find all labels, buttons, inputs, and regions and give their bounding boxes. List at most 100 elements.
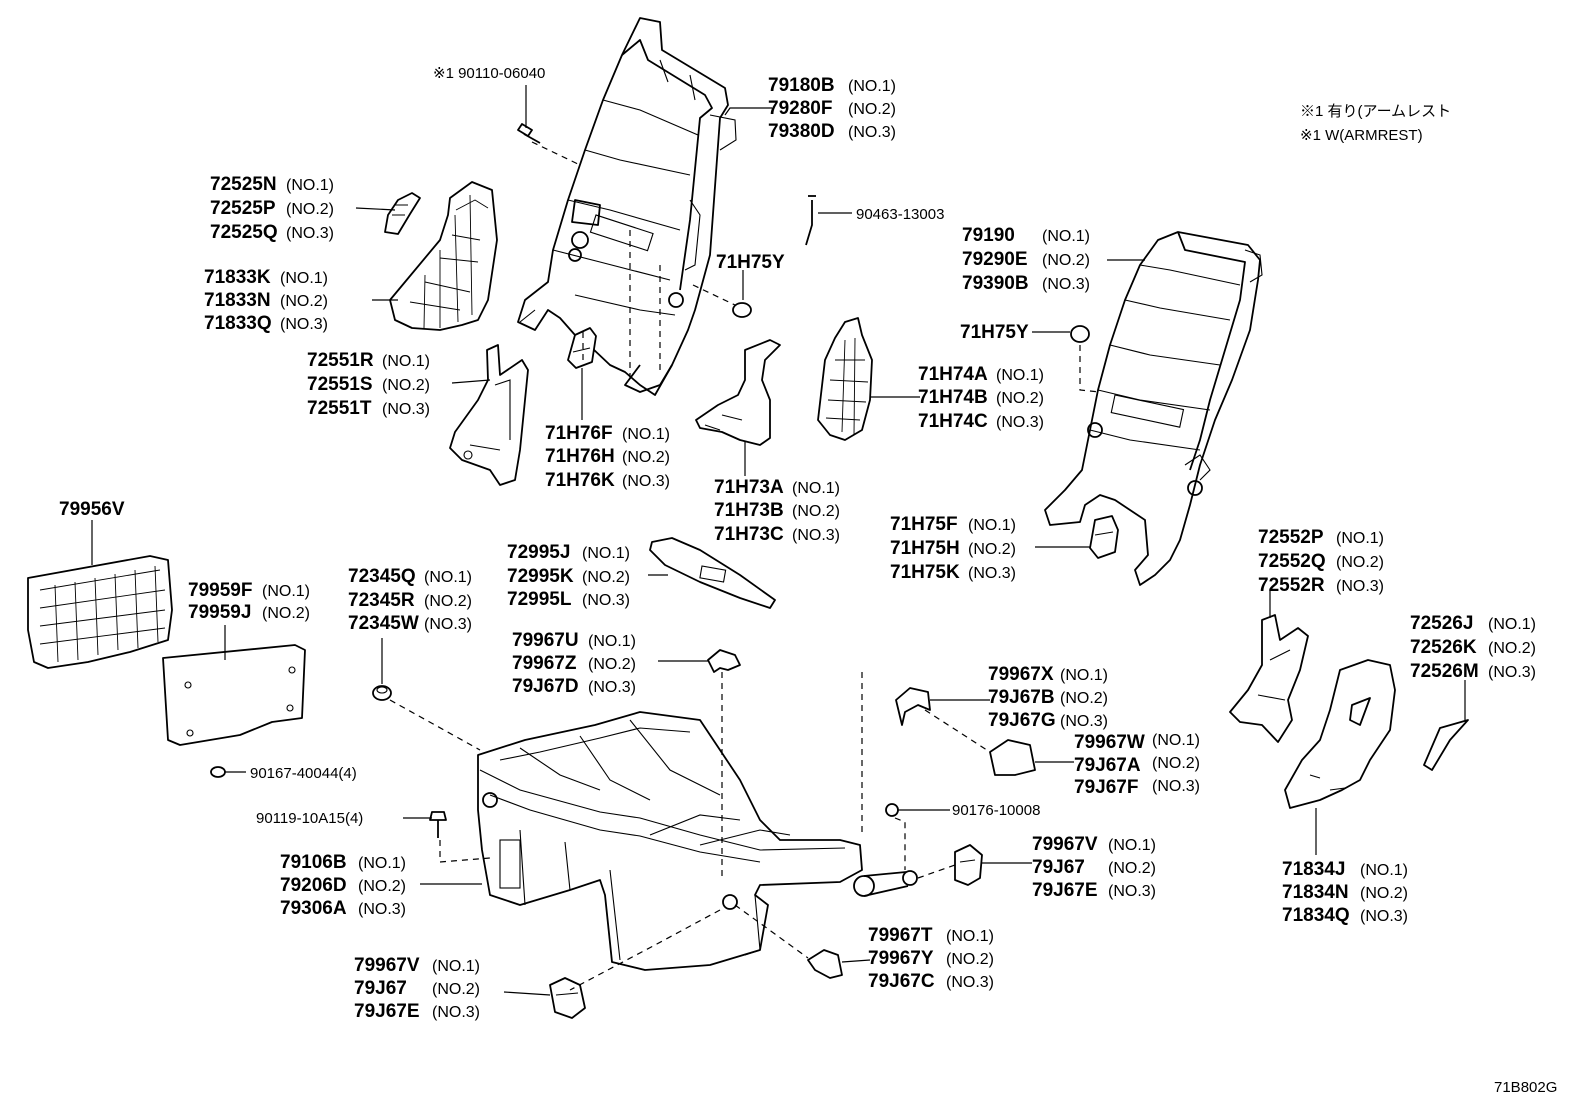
callout-79956V[interactable]: 79956V bbox=[59, 499, 125, 520]
part-number: 71H74C bbox=[918, 411, 988, 432]
part-number: 79956V bbox=[59, 499, 125, 520]
callout-71H75Y-upper[interactable]: 71H75Y bbox=[716, 252, 785, 273]
position-number: (NO.1) bbox=[1060, 667, 1108, 684]
position-number: (NO.2) bbox=[1336, 554, 1384, 571]
callout-79180B[interactable]: 79180B (NO.1) 79280F (NO.2) 79380D (NO.3… bbox=[768, 75, 896, 142]
callout-72526J[interactable]: 72526J (NO.1) 72526K (NO.2) 72526M (NO.3… bbox=[1410, 613, 1536, 682]
position-number: (NO.1) bbox=[946, 928, 994, 945]
part-number: 71H73C bbox=[714, 524, 784, 545]
position-number: (NO.1) bbox=[588, 633, 636, 650]
note-armrest-en: ※1 W(ARMREST) bbox=[1300, 127, 1423, 144]
part-number: 71834J bbox=[1282, 859, 1345, 880]
part-number: 72525N bbox=[210, 174, 277, 195]
callout-72551R[interactable]: 72551R (NO.1) 72551S (NO.2) 72551T (NO.3… bbox=[307, 350, 430, 419]
position-number: (NO.1) bbox=[280, 270, 328, 287]
callout-90463-13003[interactable]: 90463-13003 bbox=[856, 206, 944, 223]
callout-90176-10008[interactable]: 90176-10008 bbox=[952, 802, 1040, 819]
position-number: (NO.3) bbox=[996, 414, 1044, 431]
part-number: 71H75Y bbox=[960, 322, 1029, 343]
callout-71834J[interactable]: 71834J (NO.1) 71834N (NO.2) 71834Q (NO.3… bbox=[1282, 859, 1408, 926]
screw-90110-06040 bbox=[517, 123, 541, 144]
pad-72995 bbox=[649, 537, 776, 609]
part-number: 72552Q bbox=[1258, 551, 1326, 572]
position-number: (NO.2) bbox=[1042, 252, 1090, 269]
part-number: 79967Z bbox=[512, 653, 577, 674]
callout-72525N[interactable]: 72525N (NO.1) 72525P (NO.2) 72525Q (NO.3… bbox=[210, 174, 334, 243]
callout-79967V-bottom[interactable]: 79967V (NO.1) 79J67 (NO.2) 79J67E (NO.3) bbox=[354, 955, 480, 1022]
part-number: 71H76K bbox=[545, 470, 615, 491]
position-number: (NO.3) bbox=[280, 316, 328, 333]
position-number: (NO.2) bbox=[1488, 640, 1536, 657]
clip-72526 bbox=[1423, 719, 1469, 771]
cap-79967U bbox=[707, 649, 741, 673]
part-number: 71H75K bbox=[890, 562, 960, 583]
part-number: 72995K bbox=[507, 566, 574, 587]
position-number: (NO.2) bbox=[582, 569, 630, 586]
part-number: 71833K bbox=[204, 267, 271, 288]
part-number: 79967X bbox=[988, 664, 1054, 685]
position-number: (NO.2) bbox=[1108, 860, 1156, 877]
callout-79967V-right[interactable]: 79967V (NO.1) 79J67 (NO.2) 79J67E (NO.3) bbox=[1032, 834, 1156, 901]
part-number: 72552P bbox=[1258, 527, 1324, 548]
bracket-72552 bbox=[1229, 614, 1309, 743]
callout-79959F[interactable]: 79959F (NO.1) 79959J (NO.2) bbox=[188, 580, 310, 623]
grommet-72345 bbox=[372, 685, 392, 701]
position-number: (NO.3) bbox=[382, 401, 430, 418]
callout-90167-40044[interactable]: 90167-40044(4) bbox=[250, 765, 357, 782]
position-number: (NO.2) bbox=[946, 951, 994, 968]
part-number: 79J67 bbox=[1032, 857, 1085, 878]
callout-71H75Y-right[interactable]: 71H75Y bbox=[960, 322, 1029, 343]
part-number: 79390B bbox=[962, 273, 1029, 294]
callout-79106B[interactable]: 79106B (NO.1) 79206D (NO.2) 79306A (NO.3… bbox=[280, 852, 406, 919]
position-number: (NO.1) bbox=[996, 367, 1044, 384]
part-number: 71H73B bbox=[714, 500, 784, 521]
part-number: 71834Q bbox=[1282, 905, 1350, 926]
part-number: 72551T bbox=[307, 398, 372, 419]
part-number: 79J67A bbox=[1074, 755, 1141, 776]
part-number: 79967T bbox=[868, 925, 933, 946]
part-number: 71833Q bbox=[204, 313, 272, 334]
callout-72345Q[interactable]: 72345Q (NO.1) 72345R (NO.2) 72345W (NO.3… bbox=[348, 566, 472, 634]
cap-71H75Y-right bbox=[1070, 325, 1090, 343]
part-number: 79959F bbox=[188, 580, 252, 601]
callout-90119-10A15[interactable]: 90119-10A15(4) bbox=[256, 810, 363, 827]
position-number: (NO.1) bbox=[358, 855, 406, 872]
part-number: 90119-10A15(4) bbox=[256, 810, 363, 827]
part-number: 72526J bbox=[1410, 613, 1473, 634]
position-number: (NO.3) bbox=[1152, 778, 1200, 795]
callout-90110-06040[interactable]: ※1 90110-06040 bbox=[433, 65, 545, 82]
position-number: (NO.1) bbox=[968, 517, 1016, 534]
callout-72552P[interactable]: 72552P (NO.1) 72552Q (NO.2) 72552R (NO.3… bbox=[1258, 527, 1384, 596]
part-number: 79J67E bbox=[1032, 880, 1098, 901]
part-number: 90167-40044(4) bbox=[250, 765, 357, 782]
callout-71H73A[interactable]: 71H73A (NO.1) 71H73B (NO.2) 71H73C (NO.3… bbox=[714, 477, 840, 545]
callout-71H76F[interactable]: 71H76F (NO.1) 71H76H (NO.2) 71H76K (NO.3… bbox=[545, 423, 670, 491]
position-number: (NO.2) bbox=[280, 293, 328, 310]
position-number: (NO.3) bbox=[588, 679, 636, 696]
callout-79967T[interactable]: 79967T (NO.1) 79967Y (NO.2) 79J67C (NO.3… bbox=[868, 925, 994, 992]
part-number: 79380D bbox=[768, 121, 835, 142]
seatback-frame-left bbox=[517, 17, 737, 396]
callout-71H74A[interactable]: 71H74A (NO.1) 71H74B (NO.2) 71H74C (NO.3… bbox=[918, 364, 1044, 432]
cap-79967W bbox=[989, 739, 1036, 776]
cap-79967T bbox=[807, 949, 843, 979]
cap-71H75Y-upper bbox=[732, 302, 752, 318]
part-number: 79J67F bbox=[1074, 777, 1138, 798]
callout-79190[interactable]: 79190 (NO.1) 79290E (NO.2) 79390B (NO.3) bbox=[962, 225, 1090, 294]
part-number: 90176-10008 bbox=[952, 802, 1040, 819]
position-number: (NO.1) bbox=[286, 177, 334, 194]
position-number: (NO.2) bbox=[588, 656, 636, 673]
position-number: (NO.2) bbox=[996, 390, 1044, 407]
position-number: (NO.1) bbox=[1152, 732, 1200, 749]
callout-79967U[interactable]: 79967U (NO.1) 79967Z (NO.2) 79J67D (NO.3… bbox=[512, 630, 636, 697]
position-number: (NO.1) bbox=[622, 426, 670, 443]
part-number: 72525P bbox=[210, 198, 276, 219]
callout-71H75F[interactable]: 71H75F (NO.1) 71H75H (NO.2) 71H75K (NO.3… bbox=[890, 514, 1016, 583]
position-number: (NO.1) bbox=[792, 480, 840, 497]
callout-79967X[interactable]: 79967X (NO.1) 79J67B (NO.2) 79J67G (NO.3… bbox=[988, 664, 1108, 731]
callout-79967W[interactable]: 79967W (NO.1) 79J67A (NO.2) 79J67F (NO.3… bbox=[1074, 732, 1200, 798]
position-number: (NO.2) bbox=[382, 377, 430, 394]
callout-71833K[interactable]: 71833K (NO.1) 71833N (NO.2) 71833Q (NO.3… bbox=[204, 267, 328, 334]
part-number: 71H76F bbox=[545, 423, 613, 444]
callout-72995J[interactable]: 72995J (NO.1) 72995K (NO.2) 72995L (NO.3… bbox=[507, 542, 630, 610]
